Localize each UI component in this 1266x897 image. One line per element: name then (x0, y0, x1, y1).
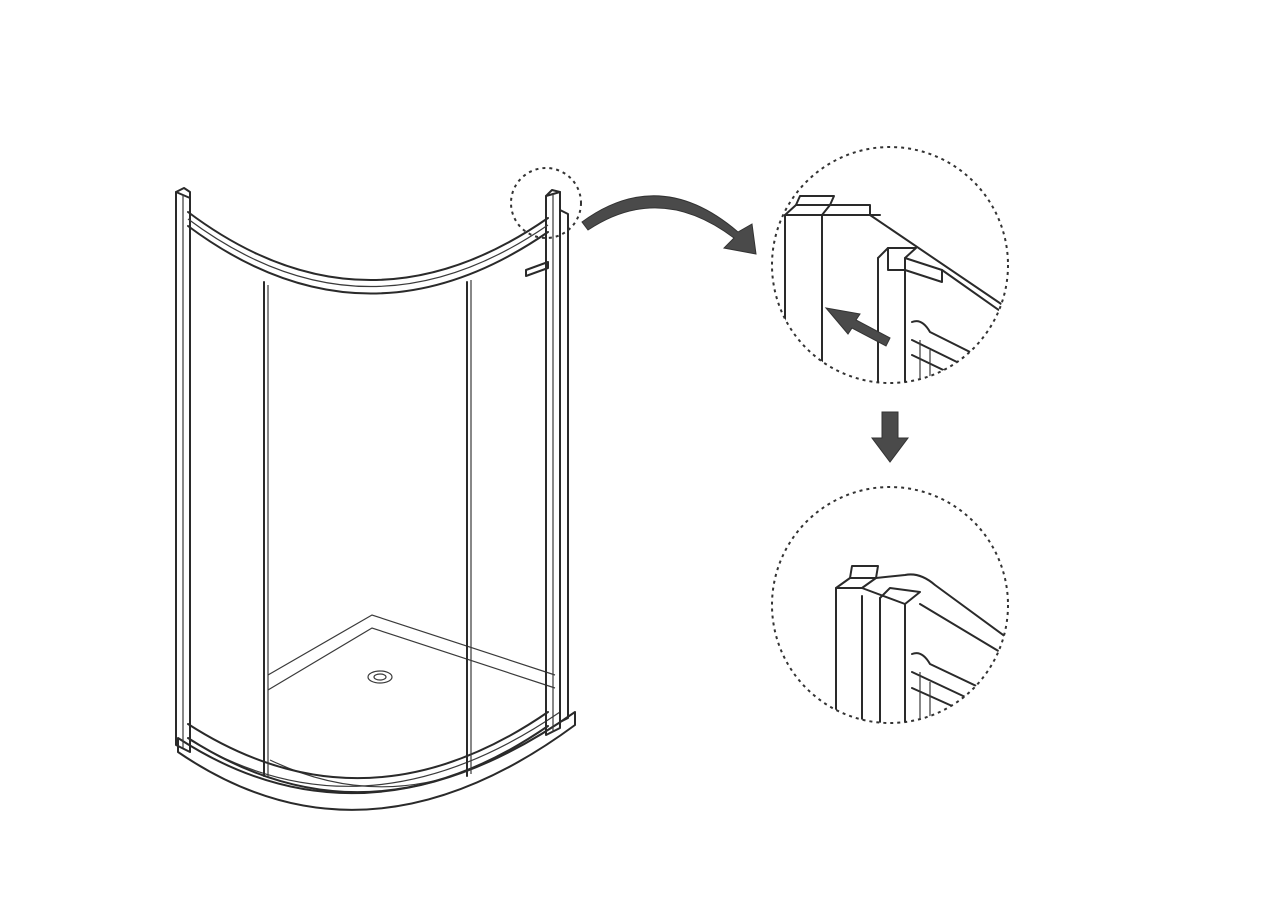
door-panels (263, 280, 472, 778)
detail-callout-circle (510, 167, 582, 239)
door-handle (525, 261, 549, 277)
detail-view-after (771, 486, 1009, 724)
shower-enclosure (175, 187, 576, 811)
curved-arrow-icon (581, 195, 757, 255)
bottom-curved-rail (187, 711, 549, 794)
left-wall-profile (175, 187, 191, 753)
detail-view-before (771, 146, 1009, 384)
drain-icon (367, 670, 393, 684)
top-curved-rail (187, 211, 549, 295)
right-wall-profile (545, 189, 569, 736)
down-arrow-icon (871, 411, 909, 463)
left-arrow-icon (824, 307, 891, 347)
shower-tray (177, 614, 576, 811)
